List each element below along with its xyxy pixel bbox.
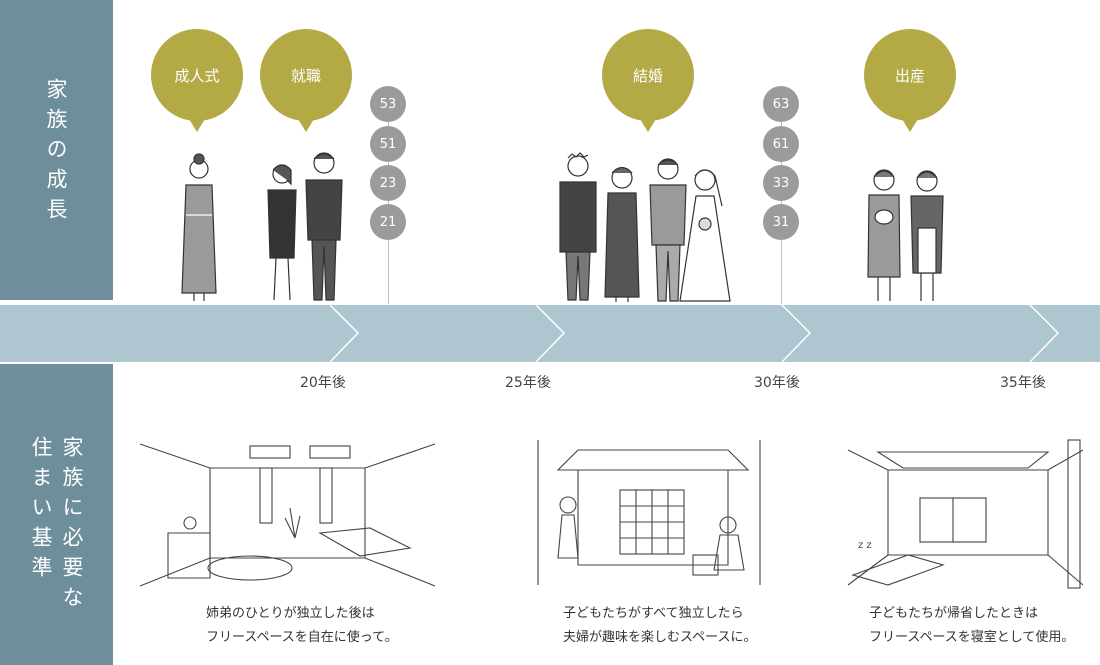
figure-bride (679, 169, 731, 302)
figure-father-apron (910, 170, 944, 301)
age-badge: 53 (370, 86, 406, 122)
caption-line: フリースペースを寝室として使用。 (869, 630, 1075, 645)
event-bubble-employment: 就職 (260, 29, 352, 132)
caption-line: 子どもたちがすべて独立したら (563, 606, 744, 621)
figure-mother-with-baby (867, 169, 901, 301)
caption-line: 夫婦が趣味を楽しむスペースに。 (563, 630, 757, 645)
figure-groom (649, 158, 687, 302)
event-bubble-coming-of-age: 成人式 (151, 29, 243, 132)
timeline-band (0, 305, 1100, 362)
family-growth-label: 家族の成長 (44, 78, 68, 228)
svg-text:z z: z z (858, 540, 872, 551)
age-badge: 51 (370, 126, 406, 162)
figure-office-woman (267, 164, 297, 301)
event-label: 就職 (290, 66, 321, 85)
chevron-2 (535, 304, 566, 363)
caption-hobby-space: 子どもたちがすべて独立したら 夫婦が趣味を楽しむスペースに。 (563, 602, 756, 650)
year-label-25: 25年後 (505, 375, 551, 391)
year-label-20: 20年後 (300, 375, 346, 391)
year-label-30: 30年後 (754, 375, 800, 391)
age-badge: 31 (763, 204, 799, 240)
event-label: 成人式 (174, 66, 220, 85)
age-badge: 33 (763, 165, 799, 201)
figure-office-man (305, 152, 343, 301)
timeline-chevrons (329, 304, 1060, 363)
caption-line: 子どもたちが帰省したときは (869, 606, 1039, 621)
room-sketch-hobby-space (537, 440, 761, 585)
figure-kimono-mother (604, 166, 640, 302)
event-bubble-birth: 出産 (864, 29, 956, 132)
caption-line: フリースペースを自在に使って。 (206, 630, 398, 645)
event-label: 結婚 (632, 66, 663, 85)
caption-line: 姉弟のひとりが独立した後は (206, 606, 375, 621)
figure-groom-father (559, 152, 597, 301)
year-label-35: 35年後 (1000, 375, 1046, 391)
housing-standard-panel: 家族に必要な 住まい基準 (0, 364, 113, 665)
figure-kimono-woman (181, 153, 217, 301)
housing-need-label: 家族に必要な (60, 436, 84, 616)
age-badge: 21 (370, 204, 406, 240)
age-badge: 61 (763, 126, 799, 162)
chevron-4 (1029, 304, 1060, 363)
housing-standard-label: 住まい基準 (29, 436, 53, 586)
family-growth-panel: 家族の成長 (0, 0, 113, 300)
age-badge: 63 (763, 86, 799, 122)
caption-guest-bedroom: 子どもたちが帰省したときは フリースペースを寝室として使用。 (869, 602, 1074, 650)
room-sketch-guest-bedroom: z z (847, 439, 1084, 589)
room-sketch-free-space (139, 443, 436, 587)
caption-free-space: 姉弟のひとりが独立した後は フリースペースを自在に使って。 (206, 602, 398, 650)
event-label: 出産 (894, 66, 925, 85)
chevron-3 (781, 304, 812, 363)
age-stem-2 (781, 100, 782, 304)
event-bubble-marriage: 結婚 (602, 29, 694, 132)
age-stem-1 (388, 100, 389, 304)
age-badge: 23 (370, 165, 406, 201)
chevron-1 (329, 304, 360, 363)
